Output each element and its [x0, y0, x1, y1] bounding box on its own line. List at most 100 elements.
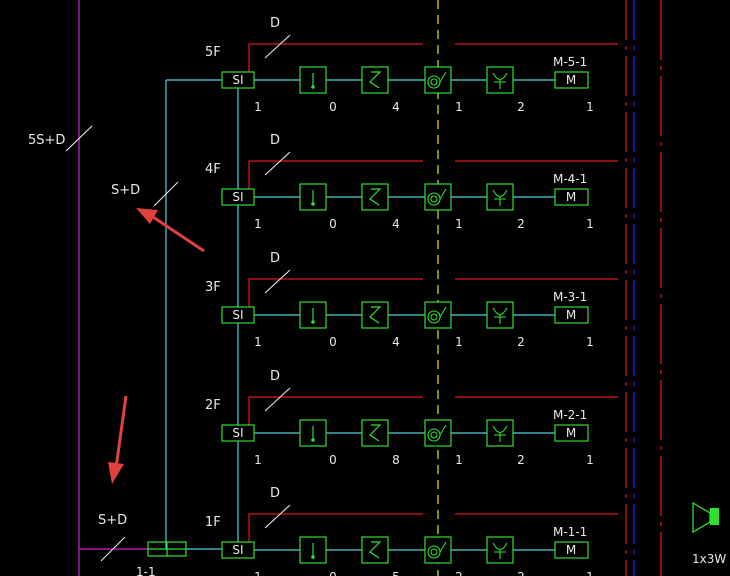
m-label: M	[566, 543, 576, 557]
device-count: 0	[329, 335, 337, 349]
device-count: 1	[455, 217, 463, 231]
speaker-icon	[692, 501, 719, 534]
coil-device-icon	[424, 66, 452, 94]
d-label: D	[270, 369, 280, 384]
m-label: M	[566, 426, 576, 440]
antenna-device-icon	[486, 536, 514, 564]
device-count: 1	[455, 335, 463, 349]
device-count: 1	[455, 100, 463, 114]
device-count: 1	[586, 570, 594, 576]
device-count: 2	[517, 100, 525, 114]
coil-device-icon	[424, 536, 452, 564]
entry-box-label: 1-1	[136, 565, 156, 576]
d-line-slash	[264, 151, 291, 176]
si-box	[221, 424, 255, 442]
si-label: SI	[232, 543, 243, 557]
coil-device-icon	[424, 419, 452, 447]
entry-label: S+D	[98, 513, 127, 528]
device-count: 1	[455, 453, 463, 467]
detector-icon	[299, 536, 327, 564]
module-id: M-2-1	[553, 408, 587, 422]
annotation-arrow-1	[136, 208, 205, 253]
device-count: 1	[254, 570, 262, 576]
branch-slash	[153, 181, 179, 207]
m-label: M	[566, 73, 576, 87]
floor-label: 3F	[205, 280, 221, 295]
d-line-slash	[264, 34, 291, 59]
device-count: 2	[517, 335, 525, 349]
detector-icon	[299, 301, 327, 329]
d-line-slash	[264, 269, 291, 294]
d-label: D	[270, 133, 280, 148]
device-count: 8	[392, 453, 400, 467]
m-label: M	[566, 308, 576, 322]
red-d-line	[248, 278, 618, 307]
main-riser-label: 5S+D	[28, 133, 65, 148]
device-count: 1	[254, 217, 262, 231]
m-box	[554, 71, 589, 89]
si-box	[221, 306, 255, 324]
d-label: D	[270, 486, 280, 501]
device-count: 2	[517, 217, 525, 231]
device-count: 1	[586, 217, 594, 231]
device-count: 0	[329, 217, 337, 231]
device-count: 1	[586, 335, 594, 349]
module-id: M-5-1	[553, 55, 587, 69]
si-box	[221, 71, 255, 89]
si-label: SI	[232, 190, 243, 204]
device-count: 4	[392, 100, 400, 114]
d-label: D	[270, 251, 280, 266]
speaker-label: 1x3W	[692, 552, 726, 566]
si-box	[221, 188, 255, 206]
m-box	[554, 424, 589, 442]
floor-label: 2F	[205, 398, 221, 413]
antenna-device-icon	[486, 301, 514, 329]
coil-device-icon	[424, 301, 452, 329]
zigzag-device-icon	[361, 301, 389, 329]
floor-label: 4F	[205, 162, 221, 177]
device-count: 0	[329, 570, 337, 576]
m-box	[554, 541, 589, 559]
red-d-line	[248, 160, 618, 189]
detector-icon	[299, 419, 327, 447]
device-count: 5	[392, 570, 400, 576]
red-d-line	[248, 396, 618, 425]
detector-icon	[299, 66, 327, 94]
m-label: M	[566, 190, 576, 204]
module-id: M-3-1	[553, 290, 587, 304]
branch-label: S+D	[111, 183, 140, 198]
zigzag-device-icon	[361, 536, 389, 564]
detector-icon	[299, 183, 327, 211]
module-id: M-4-1	[553, 172, 587, 186]
zigzag-device-icon	[361, 66, 389, 94]
zigzag-device-icon	[361, 419, 389, 447]
d-line-slash	[264, 387, 291, 412]
module-id: M-1-1	[553, 525, 587, 539]
entry-junction-box	[147, 541, 187, 557]
floor-row-4f: 4F D SI M M-4-1 1 0 4 1 2 1	[205, 133, 618, 231]
si-box	[221, 541, 255, 559]
d-label: D	[270, 16, 280, 31]
device-count: 0	[329, 453, 337, 467]
device-count: 1	[254, 453, 262, 467]
red-d-line	[248, 513, 618, 542]
device-count: 4	[392, 217, 400, 231]
zigzag-device-icon	[361, 183, 389, 211]
red-d-line	[248, 43, 618, 72]
main-riser-slash	[65, 125, 93, 152]
si-label: SI	[232, 308, 243, 322]
device-count: 2	[517, 453, 525, 467]
si-label: SI	[232, 426, 243, 440]
antenna-device-icon	[486, 66, 514, 94]
floor-label: 5F	[205, 45, 221, 60]
floor-label: 1F	[205, 515, 221, 530]
device-count: 0	[329, 100, 337, 114]
annotation-arrow-2	[108, 395, 128, 484]
m-box	[554, 306, 589, 324]
device-count: 2	[455, 570, 463, 576]
